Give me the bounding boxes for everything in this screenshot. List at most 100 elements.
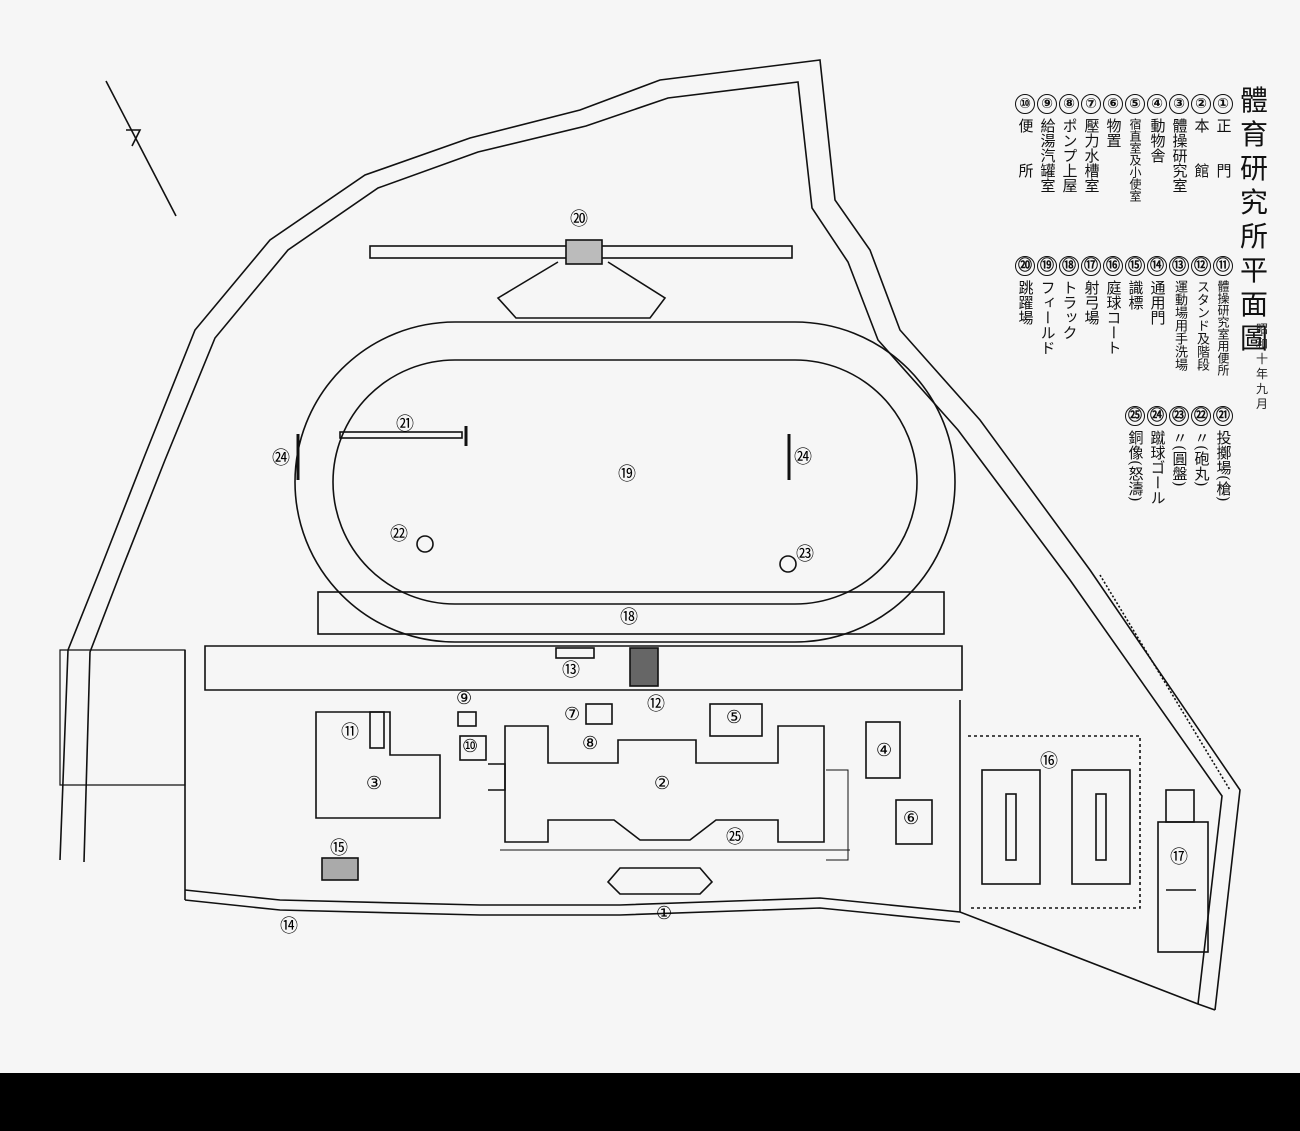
marker-18: ⑱ — [620, 607, 638, 628]
marker-10: ⑩ — [462, 736, 479, 757]
map-paper: ① ② ③ ④ ⑤ ⑥ ⑦ ⑧ ⑨ ⑩ ⑪ ⑫ ⑬ ⑭ ⑮ ⑯ ⑰ ⑱ ⑲ ⑳ … — [59, 59, 1268, 1011]
marker-3: ③ — [366, 773, 383, 794]
legend-label: スタンド及階段 — [1194, 280, 1209, 371]
marker-16: ⑯ — [1040, 751, 1058, 772]
legend-label: 〃(砲丸) — [1192, 430, 1211, 487]
buildings — [315, 703, 933, 895]
legend-item: ⑨ 給湯汽罐室 — [1036, 94, 1058, 193]
site-plan — [59, 59, 1241, 1011]
marker-24-right: ㉔ — [794, 447, 812, 468]
legend-item: ① 正 門 — [1212, 94, 1234, 178]
legend-item: ③ 體操研究室 — [1168, 94, 1190, 193]
legend-label: フィールド — [1038, 280, 1057, 355]
marker-24-left: ㉔ — [272, 448, 290, 469]
legend-label: トラック — [1060, 280, 1079, 340]
legend-num: ⑮ — [1125, 256, 1145, 276]
legend-num: ③ — [1169, 94, 1189, 114]
legend-item: ⑪ 體操研究室用便所 — [1212, 256, 1234, 376]
marker-14: ⑭ — [280, 916, 298, 937]
marker-22: ㉒ — [390, 524, 408, 545]
legend-num: ⑪ — [1213, 256, 1233, 276]
legend-label: 射弓場 — [1082, 280, 1101, 325]
marker-7: ⑦ — [564, 704, 581, 725]
legend-label: 蹴球ゴール — [1148, 430, 1167, 505]
legend-num: ⑩ — [1015, 94, 1035, 114]
marker-8: ⑧ — [582, 733, 599, 754]
legend-label: 物置 — [1104, 118, 1123, 148]
bottom-bar — [0, 1073, 1300, 1131]
legend-num: ⑳ — [1015, 256, 1035, 276]
legend-label: 投擲場(槍) — [1214, 430, 1233, 502]
marker-6: ⑥ — [903, 808, 920, 829]
legend-label: 體操研究室 — [1170, 118, 1189, 193]
legend-num: ㉓ — [1169, 406, 1189, 426]
legend-num: ⑲ — [1037, 256, 1057, 276]
legend-num: ⑦ — [1081, 94, 1101, 114]
legend-label: 庭球コート — [1104, 280, 1123, 355]
legend-label: 運動場用手洗場 — [1172, 280, 1187, 371]
legend-item: ⑧ ポンプ上屋 — [1058, 94, 1080, 193]
map-date: 昭和十年九月 — [1255, 322, 1268, 411]
legend-item: ㉒〃(砲丸) — [1190, 406, 1212, 487]
marker-9: ⑨ — [456, 688, 473, 709]
legend-item: ⑱ トラック — [1058, 256, 1080, 340]
stand-strip — [204, 645, 963, 691]
legend-label: 識標 — [1126, 280, 1145, 310]
marker-11: ⑪ — [341, 722, 359, 743]
legend-num: ⑨ — [1037, 94, 1057, 114]
marker-2: ② — [654, 773, 671, 794]
field-apparatus — [296, 426, 797, 573]
boundary-wall — [59, 59, 1241, 1011]
legend-num: ⑫ — [1191, 256, 1211, 276]
legend-item: ⑳ 跳躍場 — [1014, 256, 1036, 325]
legend-num: ⑯ — [1103, 256, 1123, 276]
paths — [500, 769, 850, 861]
legend-num: ㉔ — [1147, 406, 1167, 426]
legend-item: ⑦ 壓力水槽室 — [1080, 94, 1102, 193]
marker-21: ㉑ — [396, 414, 414, 435]
legend-item: ⑲ フィールド — [1036, 256, 1058, 355]
marker-1: ① — [656, 903, 673, 924]
legend-label: ポンプ上屋 — [1060, 118, 1079, 193]
legend-num: ㉒ — [1191, 406, 1211, 426]
legend-label: 正 門 — [1214, 118, 1233, 178]
legend-num: ㉕ — [1125, 406, 1145, 426]
legend-num: ⑭ — [1147, 256, 1167, 276]
legend-num: ⑧ — [1059, 94, 1079, 114]
legend-item: ⑯ 庭球コート — [1102, 256, 1124, 355]
legend-num: ④ — [1147, 94, 1167, 114]
marker-19: ⑲ — [618, 464, 636, 485]
marker-5: ⑤ — [726, 707, 743, 728]
legend-item: ⑬ 運動場用手洗場 — [1168, 256, 1190, 371]
marker-25: ㉕ — [726, 827, 744, 848]
legend-num: ① — [1213, 94, 1233, 114]
legend-label: 體操研究室用便所 — [1216, 280, 1230, 376]
legend-item: ⑮ 識標 — [1124, 256, 1146, 310]
legend-label: 壓力水槽室 — [1082, 118, 1101, 193]
marker-13: ⑬ — [562, 660, 580, 681]
legend-item: ⑫ スタンド及階段 — [1190, 256, 1212, 371]
legend-num: ⑱ — [1059, 256, 1079, 276]
marker-15: ⑮ — [330, 838, 348, 859]
legend-num: ⑬ — [1169, 256, 1189, 276]
legend-label: 本 館 — [1192, 118, 1211, 178]
archery-range — [1157, 789, 1209, 953]
legend-label: 動物舎 — [1148, 118, 1167, 163]
marker-23: ㉓ — [796, 544, 814, 565]
legend-num: ⑤ — [1125, 94, 1145, 114]
marker-12: ⑫ — [647, 694, 665, 715]
legend-label: 跳躍場 — [1016, 280, 1035, 325]
legend-label: 〃(圓盤) — [1170, 430, 1189, 487]
running-track — [294, 321, 956, 643]
marker-17: ⑰ — [1170, 847, 1188, 868]
legend-item: ④ 動物舎 — [1146, 94, 1168, 163]
legend-label: 給湯汽罐室 — [1038, 118, 1057, 193]
